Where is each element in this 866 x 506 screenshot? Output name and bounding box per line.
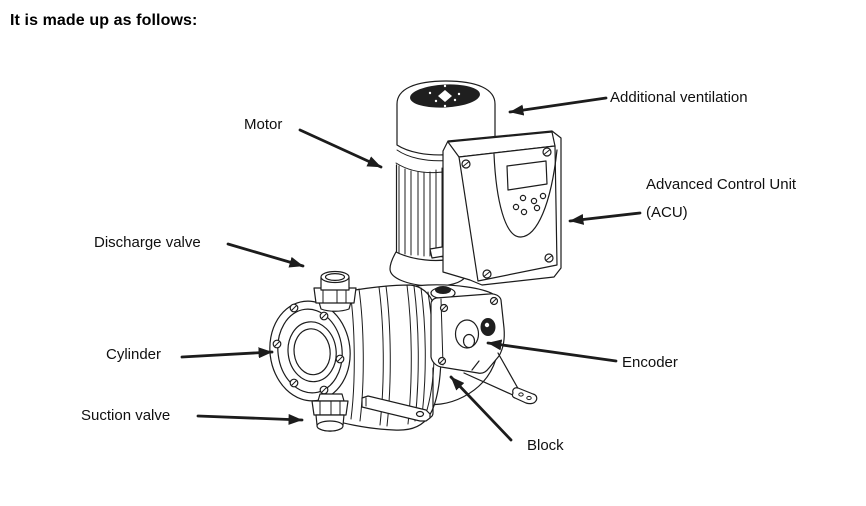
label-acu-line2: (ACU) (646, 204, 688, 221)
arrow-block (449, 375, 513, 442)
suction-valve-illustration (311, 393, 349, 432)
arrow-additional-ventilation (508, 96, 608, 116)
acu-illustration (442, 130, 562, 286)
block-screws (437, 296, 499, 366)
arrow-motor (298, 128, 383, 169)
page-title: It is made up as follows: (10, 12, 198, 29)
label-additional-ventilation: Additional ventilation (610, 89, 748, 106)
flange-bolts (272, 303, 345, 395)
label-block: Block (527, 437, 564, 454)
acu-display (506, 160, 548, 191)
label-motor: Motor (244, 116, 283, 133)
label-encoder: Encoder (622, 354, 678, 371)
discharge-valve-illustration (313, 270, 357, 312)
label-advanced-control-unit: Advanced Control Unit (ACU) (646, 171, 796, 227)
arrow-acu (568, 211, 642, 225)
legs-illustration (361, 352, 538, 422)
block-illustration (430, 293, 505, 374)
arrow-encoder (486, 339, 618, 363)
callout-arrows (180, 96, 642, 442)
label-cylinder: Cylinder (106, 346, 162, 363)
label-discharge-valve: Discharge valve (94, 234, 201, 251)
acu-screws (461, 147, 554, 279)
arrow-cylinder (180, 347, 274, 359)
arrow-suction-valve (196, 413, 304, 425)
acu-buttons (512, 192, 547, 216)
encoder-illustration (454, 318, 496, 349)
arrow-discharge-valve (226, 242, 305, 268)
label-acu-line1: Advanced Control Unit (646, 176, 797, 193)
flange-illustration (269, 300, 351, 402)
label-suction-valve: Suction valve (81, 407, 171, 424)
